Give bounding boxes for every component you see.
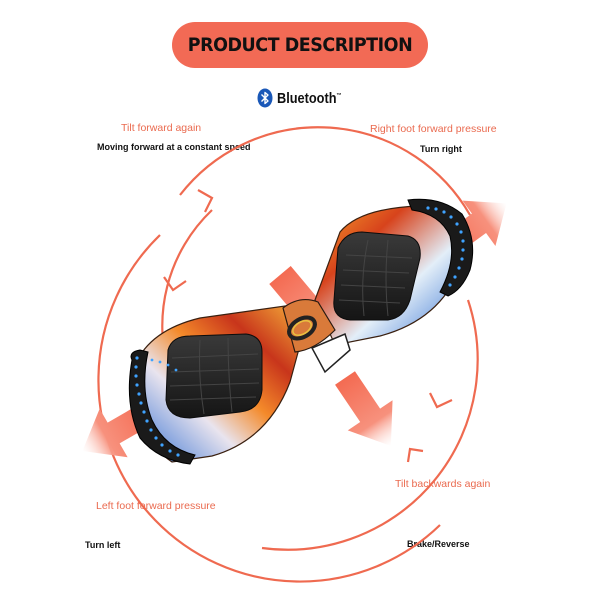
orbit-arrowhead-icon [406,447,424,463]
tilt-forward-label: Tilt forward again [121,122,202,134]
right-foot-label: Right foot forward pressure [370,123,497,135]
rotation-arrowheads [163,189,453,463]
bluetooth-label: Bluetooth™ [277,89,342,107]
turn-right-text: Turn right [420,144,462,154]
left-led-strip [134,356,180,457]
orbit-arrowhead-icon [197,189,214,213]
left-foot-label: Left foot forward pressure [96,500,216,512]
bluetooth-icon [257,88,273,108]
backward-arrow-icon [335,371,393,446]
orbit-arrowhead-icon [429,392,453,409]
right-led-strip [426,206,465,287]
brake-reverse-text: Brake/Reverse [407,539,470,549]
tilt-backwards-label: Tilt backwards again [395,478,491,490]
title-banner: PRODUCT DESCRIPTION [172,22,428,68]
orbit-arrowhead-icon [163,276,187,292]
turn-left-text: Turn left [85,540,121,550]
hoverboard [128,198,474,465]
bluetooth-logo: Bluetooth™ [257,88,353,108]
moving-forward-text: Moving forward at a constant speed [97,142,251,152]
page-title: PRODUCT DESCRIPTION [187,34,413,56]
